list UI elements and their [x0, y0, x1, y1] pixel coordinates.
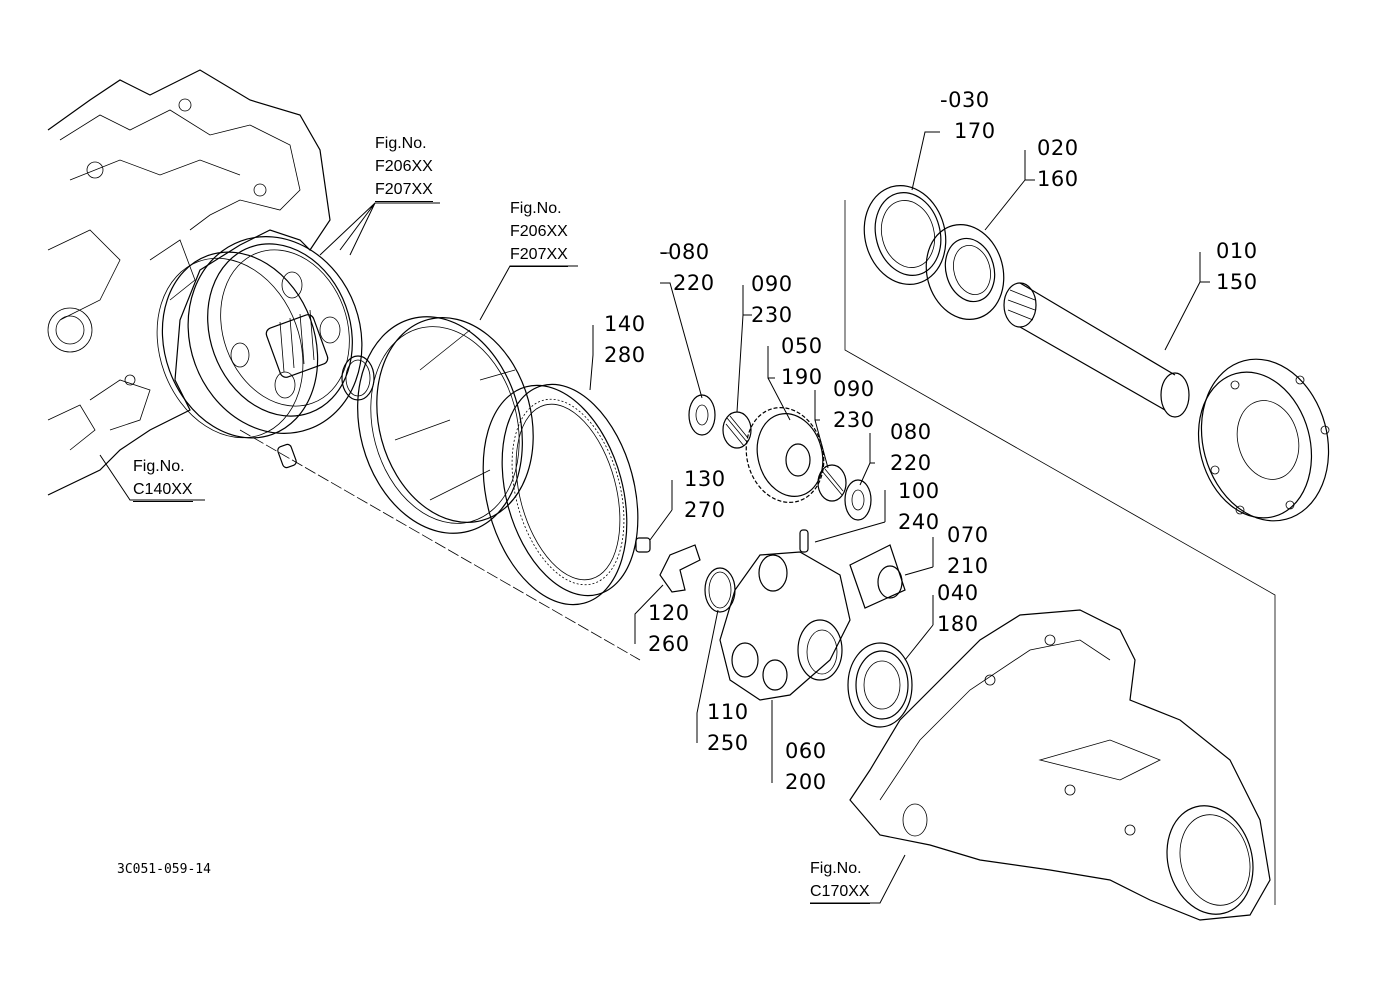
part-number: 120 [648, 601, 690, 625]
brake-housing-ring-drawing [357, 316, 534, 534]
callout-lock-plate[interactable]: 120 260 [648, 598, 690, 660]
ref-number: 220 [890, 451, 932, 475]
callout-pin[interactable]: 100 240 [898, 476, 940, 538]
ref-number: 280 [604, 343, 646, 367]
part-number: 030 [948, 88, 990, 112]
ball-bearing-drawing [847, 642, 913, 728]
ref-number: 260 [648, 632, 690, 656]
fig-ref-line: C170XX [810, 880, 870, 904]
part-number: 050 [781, 334, 823, 358]
ref-number: 200 [785, 770, 827, 794]
centerline [239, 429, 641, 661]
fig-ref-prefix: Fig.No. [133, 458, 185, 475]
fig-ref-line: F207XX [510, 243, 568, 267]
leader-lines [99, 131, 1210, 904]
part-number: 060 [785, 739, 827, 763]
fig-ref-line: C140XX [133, 478, 193, 502]
callout-circlip[interactable]: 110 250 [707, 697, 749, 759]
dowel-pin-drawing [277, 443, 297, 469]
ref-number: 210 [947, 554, 989, 578]
callout-oil-seal[interactable]: -030 170 [940, 85, 996, 147]
lock-plate-and-bolt-drawing [635, 537, 701, 593]
fig-ref-c140: Fig.No. C140XX [133, 455, 193, 502]
part-number: 080 [890, 420, 932, 444]
fig-ref-prefix: Fig.No. [375, 135, 427, 152]
planetary-gear-drawing [745, 407, 825, 503]
fig-ref-prefix: Fig.No. [510, 200, 562, 217]
collar-drawing [925, 224, 1005, 320]
part-number: 140 [604, 312, 646, 336]
fig-ref-c170: Fig.No. C170XX [810, 857, 870, 904]
part-number: 110 [707, 700, 749, 724]
fig-ref-brake: Fig.No. F206XX F207XX [510, 197, 568, 267]
ref-number: 230 [751, 303, 793, 327]
callout-needle-bearing-right[interactable]: 090 230 [833, 374, 875, 436]
thrust-washer-left-drawing [688, 394, 716, 436]
thrust-washer-right-drawing [844, 479, 872, 521]
fig-ref-line: F206XX [375, 158, 433, 175]
drawing-code: 3C051-059-14 [117, 862, 211, 877]
ref-number: 270 [684, 498, 726, 522]
callout-bolt[interactable]: 130 270 [684, 464, 726, 526]
callout-planetary-gear[interactable]: 050 190 [781, 331, 823, 393]
ref-number: 240 [898, 510, 940, 534]
fig-ref-transmission: Fig.No. F206XX F207XX [375, 132, 433, 202]
callout-axle-shaft[interactable]: 010 150 [1216, 236, 1258, 298]
part-number: 090 [833, 377, 875, 401]
brake-drum-drawing [156, 236, 363, 439]
part-number: 020 [1037, 136, 1079, 160]
ref-number: 150 [1216, 270, 1258, 294]
fig-ref-line: F207XX [375, 178, 433, 202]
callout-collar[interactable]: 020 160 [1037, 133, 1079, 195]
ref-number: 190 [781, 365, 823, 389]
part-number: 090 [751, 272, 793, 296]
ref-number: 160 [1037, 167, 1079, 191]
pin-drawing [799, 529, 809, 553]
part-number: 010 [1216, 239, 1258, 263]
callout-internal-gear[interactable]: 140 280 [604, 309, 646, 371]
fig-ref-line: F206XX [510, 223, 568, 240]
ref-number: 220 [673, 271, 715, 295]
callout-planetary-shaft[interactable]: 070 210 [947, 520, 989, 582]
ref-number: 170 [954, 119, 996, 143]
part-number: 100 [898, 479, 940, 503]
callout-ball-bearing[interactable]: 040 180 [937, 578, 979, 640]
part-number: 040 [937, 581, 979, 605]
part-number: 070 [947, 523, 989, 547]
callout-planetary-carrier[interactable]: 060 200 [785, 736, 827, 798]
ref-number: 180 [937, 612, 979, 636]
callout-needle-bearing-left[interactable]: 090 230 [751, 269, 793, 331]
callout-thrust-washer-right[interactable]: 080 220 [890, 417, 932, 479]
oil-seal-drawing [863, 185, 947, 285]
fig-ref-prefix: Fig.No. [810, 860, 862, 877]
assembly-bracket-line [844, 200, 1276, 905]
planetary-carrier-drawing [719, 551, 851, 701]
needle-bearing-right-drawing [817, 464, 847, 502]
part-number: 130 [684, 467, 726, 491]
callout-thrust-washer-left[interactable]: -080 220 [660, 237, 715, 299]
axle-housing-drawing [849, 609, 1271, 921]
ref-number: 230 [833, 408, 875, 432]
internal-gear-drawing [482, 383, 639, 606]
planetary-shaft-drawing [849, 544, 906, 609]
transmission-case-drawing [47, 69, 331, 496]
axle-shaft-drawing [1003, 282, 1330, 522]
ref-number: 250 [707, 731, 749, 755]
part-number: 080 [668, 240, 710, 264]
